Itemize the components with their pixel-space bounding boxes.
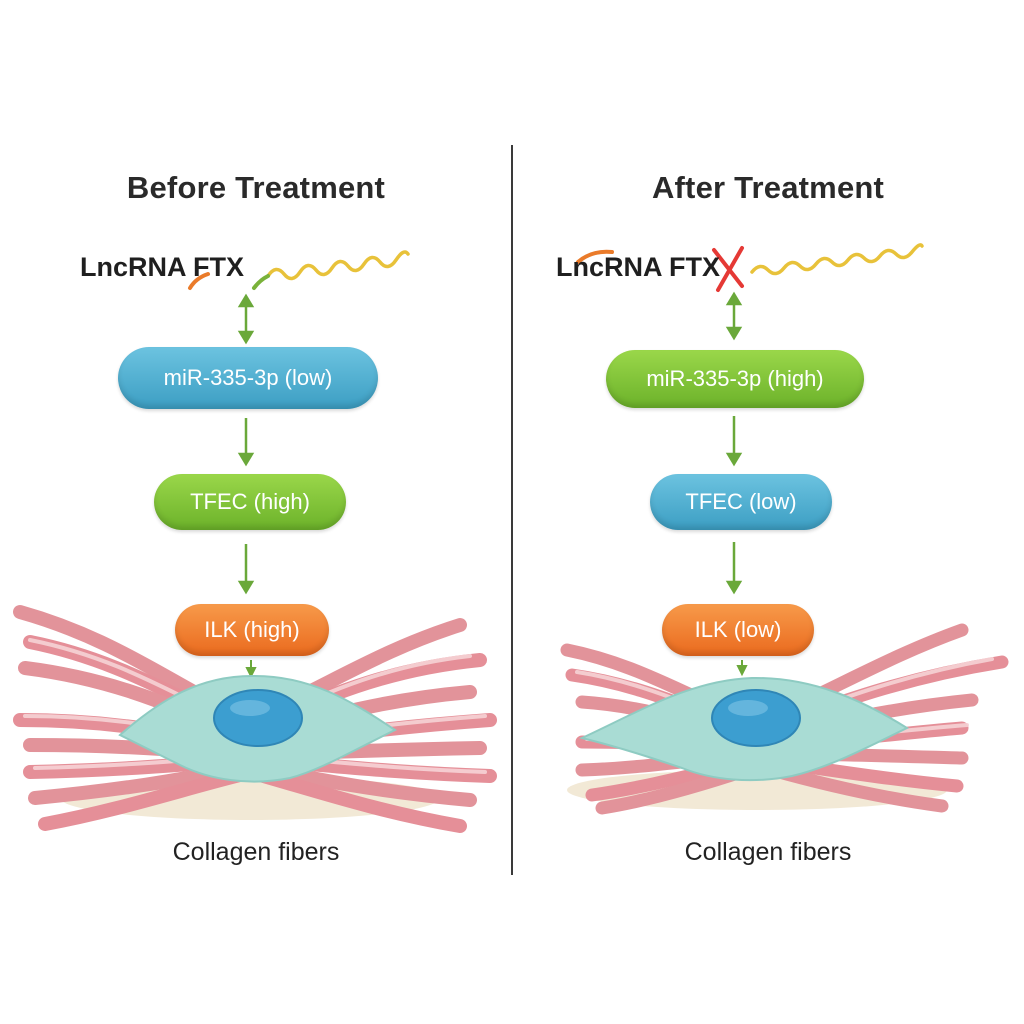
arrow-ilk-cell xyxy=(245,660,257,679)
lncrna-strand xyxy=(266,250,410,281)
mir-node: miR-335-3p (high) xyxy=(606,350,864,408)
collagen-caption: Collagen fibers xyxy=(684,838,852,866)
after-illustration xyxy=(560,243,1009,815)
panel-title: Before Treatment xyxy=(126,170,386,205)
lncrna-label: LncRNA FTX xyxy=(80,252,244,282)
ilk-node: ILK (low) xyxy=(662,604,814,656)
collagen-caption: Collagen fibers xyxy=(172,838,340,866)
arrow-mir-tfec xyxy=(725,416,743,467)
mir-label: miR-335-3p (low) xyxy=(163,365,333,390)
tfec-node: TFEC (high) xyxy=(154,474,346,530)
panel-divider xyxy=(511,145,513,875)
knockdown-cross-icon xyxy=(712,246,744,292)
lncrna-segment-orange xyxy=(576,249,614,264)
arrow-lnc-mir xyxy=(237,293,255,345)
lncrna-strand xyxy=(750,243,924,276)
lncrna-segment-green xyxy=(252,274,270,290)
ilk-label: ILK (high) xyxy=(204,617,300,642)
mir-label: miR-335-3p (high) xyxy=(646,366,824,391)
tfec-label: TFEC (high) xyxy=(190,489,310,514)
before-panel: Before Treatment LncRNA FTX miR-335-3p (… xyxy=(13,170,497,866)
cell-nucleus xyxy=(213,689,303,747)
arrow-ilk-cell xyxy=(736,660,748,677)
mir-node: miR-335-3p (low) xyxy=(118,347,378,409)
arrow-tfec-ilk xyxy=(237,544,255,595)
lncrna-label: LncRNA FTX xyxy=(556,252,720,282)
arrow-tfec-ilk xyxy=(725,542,743,595)
panel-title: After Treatment xyxy=(651,170,885,205)
ilk-node: ILK (high) xyxy=(175,604,329,656)
cell-nucleus xyxy=(711,689,801,747)
after-panel: After Treatment LncRNA FTX miR-335-3p (h… xyxy=(512,0,1024,1024)
arrow-mir-tfec xyxy=(237,418,255,467)
before-illustration xyxy=(13,250,497,833)
tfec-node: TFEC (low) xyxy=(650,474,832,530)
arrow-lnc-mir xyxy=(725,291,743,341)
tfec-label: TFEC (low) xyxy=(685,489,797,514)
ilk-label: ILK (low) xyxy=(694,617,782,642)
lncrna-segment-orange xyxy=(188,272,210,290)
